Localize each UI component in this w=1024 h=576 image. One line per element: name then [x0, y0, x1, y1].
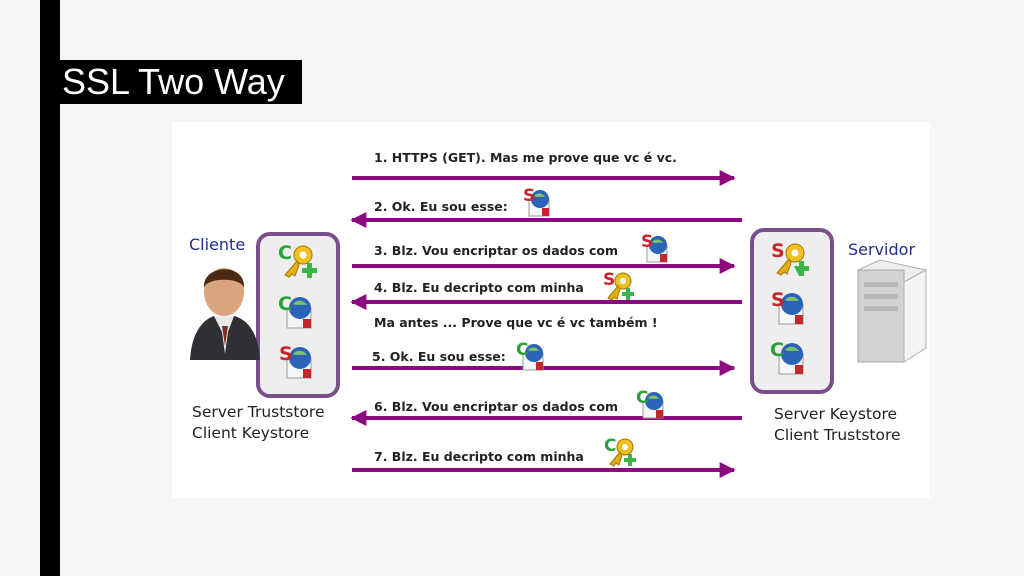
client-store-line-2: Client Keystore	[192, 424, 310, 442]
cert-s-icon: S	[771, 289, 804, 325]
step-6-label: 6. Blz. Vou encriptar os dados com	[374, 399, 619, 414]
server-name: Servidor	[848, 240, 916, 259]
key-c-icon: C	[604, 436, 636, 467]
svg-text:C: C	[770, 339, 784, 361]
step-3-label: 3. Blz. Vou encriptar os dados com	[374, 243, 619, 258]
svg-text:S: S	[603, 270, 615, 290]
svg-text:C: C	[604, 436, 616, 456]
client-store-label: Server Truststore Client Keystore	[192, 402, 325, 444]
step-1-label: 1. HTTPS (GET). Mas me prove que vc é vc…	[374, 150, 677, 165]
ssl-two-way-diagram: Cliente Servidor Server Truststore Clien…	[172, 122, 930, 498]
left-accent-bar	[40, 0, 60, 576]
svg-text:C: C	[636, 388, 648, 408]
key-c-icon: C	[278, 242, 317, 278]
svg-text:S: S	[641, 232, 653, 252]
cert-s-icon: S	[523, 186, 550, 217]
step-4b-label: Ma antes ... Prove que vc é vc também !	[374, 315, 658, 330]
svg-text:S: S	[771, 289, 785, 311]
server-store-line-2: Client Truststore	[774, 426, 901, 444]
server-store-line-1: Server Keystore	[774, 405, 898, 423]
cert-s-icon: S	[641, 232, 668, 263]
cert-c-icon: C	[516, 340, 544, 371]
cert-s-icon: S	[279, 343, 312, 379]
svg-text:C: C	[278, 293, 292, 315]
svg-text:S: S	[771, 240, 785, 262]
client-store-line-1: Server Truststore	[192, 403, 325, 421]
client-name: Cliente	[189, 235, 246, 254]
step-2-label: 2. Ok. Eu sou esse:	[374, 199, 508, 214]
client-person-icon	[190, 268, 260, 360]
svg-text:S: S	[523, 186, 535, 206]
slide-title: SSL Two Way	[58, 60, 302, 104]
server-tower-icon	[856, 259, 928, 363]
key-s-icon: S	[603, 270, 634, 301]
key-s-icon: S	[771, 240, 809, 276]
step-7-label: 7. Blz. Eu decripto com minha	[374, 449, 584, 464]
cert-c-icon: C	[636, 388, 664, 419]
server-store-label: Server Keystore Client Truststore	[774, 404, 901, 446]
cert-c-icon: C	[770, 339, 804, 375]
svg-text:S: S	[279, 343, 293, 365]
svg-text:C: C	[516, 340, 528, 360]
step-4-label: 4. Blz. Eu decripto com minha	[374, 280, 584, 295]
svg-text:C: C	[278, 242, 292, 264]
step-5-label: 5. Ok. Eu sou esse:	[372, 349, 506, 364]
cert-c-icon: C	[278, 293, 312, 329]
